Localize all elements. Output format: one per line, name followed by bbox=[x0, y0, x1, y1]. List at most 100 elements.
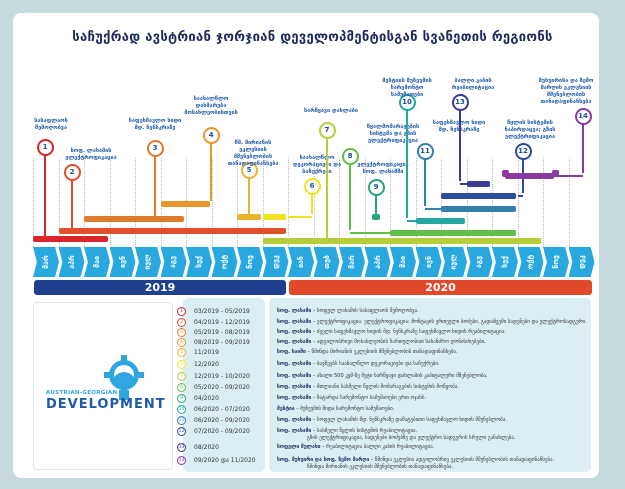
stem bbox=[248, 178, 250, 214]
month-label: მარ bbox=[42, 255, 50, 269]
legend-description-row: სოფ. ხაიში – წმინდა მირიანის ეკლესიის მშ… bbox=[277, 349, 458, 355]
month-chevron: მარ bbox=[339, 247, 365, 277]
gantt-bar-13 bbox=[466, 181, 490, 187]
stem bbox=[311, 194, 313, 214]
legend-description-row: სოფ. ლახამი – სოფელ ლახამის სასაფლაოს შე… bbox=[277, 308, 419, 314]
number-badge-icon: 1 bbox=[177, 307, 186, 316]
milestone-label: საახალწლო დახმარება მოსახლეობისთვის bbox=[184, 96, 238, 116]
gridline bbox=[466, 158, 468, 247]
milestone-label: საფეხმავლო ხიდი მდ. ნენსკრაზე bbox=[128, 118, 182, 131]
milestone-8[interactable]: 8 bbox=[341, 147, 359, 165]
milestone-7[interactable]: 7 bbox=[318, 121, 336, 139]
milestone-4[interactable]: 4 bbox=[202, 126, 220, 144]
month-label: მარ bbox=[348, 255, 356, 269]
place-name: მესტია bbox=[277, 406, 295, 412]
stem bbox=[349, 164, 351, 230]
description: ჩატარდა სარემონტო სამუშაოები ერთ ოჯახს. bbox=[316, 395, 427, 401]
stem bbox=[210, 143, 212, 201]
milestone-10[interactable]: 10 bbox=[398, 93, 416, 111]
number-badge-icon: 7 bbox=[177, 372, 186, 381]
stem bbox=[406, 110, 408, 218]
month-chevron: ივნ bbox=[415, 247, 442, 277]
legend-description-row: სოფ. ლახამი – სოფელ ლახამის მდ. ნენსკრაზ… bbox=[277, 417, 507, 423]
month-chevron: ნოე bbox=[237, 247, 263, 277]
lightbulb-gear-logo-icon bbox=[104, 355, 144, 400]
month-label: ნოე bbox=[246, 255, 254, 269]
date-range: 08/2020 bbox=[194, 444, 219, 451]
milestone-label: სარწყავი დახლაბი bbox=[304, 108, 358, 114]
milestone-label: მუხუირისა და ზემო მარღის ეკლესიის მშენებ… bbox=[538, 78, 594, 105]
gantt-bar-4 bbox=[160, 201, 210, 207]
gridline bbox=[415, 158, 417, 247]
month-label: ივლ bbox=[449, 254, 458, 270]
milestone-2[interactable]: 2 bbox=[63, 163, 81, 181]
stem bbox=[71, 180, 73, 228]
place-name: სოფ. ლახამი bbox=[277, 361, 312, 367]
description: ბავშვებს საახალწლო დეკორაციები და საჩუქრ… bbox=[316, 361, 440, 367]
legend-description-row: სოფელი მულახი – რეაბილიტაცია ბალღი კაბის… bbox=[277, 444, 435, 450]
gridline bbox=[109, 158, 111, 247]
month-chevron: ივლ bbox=[441, 247, 467, 277]
month-label: აპრ bbox=[373, 255, 382, 269]
milestone-14[interactable]: 14 bbox=[574, 107, 592, 125]
number-badge-icon: 3 bbox=[177, 328, 186, 337]
milestone-9[interactable]: 9 bbox=[367, 178, 385, 196]
month-chevron: დეკ bbox=[262, 247, 289, 277]
milestone-13[interactable]: 13 bbox=[451, 93, 469, 111]
legend-description-row: სოფ. მუხუირი და სოფ. ზემო მარღი – წმინდა… bbox=[277, 457, 555, 470]
milestone-label: წმ. მირიანის ეკლესიის მშენებლობის თანადა… bbox=[227, 140, 279, 167]
month-label: დეკ bbox=[577, 255, 586, 269]
gantt-bar-14 bbox=[504, 173, 554, 179]
number-badge-icon: 5 bbox=[177, 348, 186, 357]
date-range: 12/2020 bbox=[194, 361, 219, 368]
month-chevron: მარ bbox=[33, 247, 59, 277]
month-label: ნოე bbox=[552, 255, 560, 269]
milestone-marker-14 bbox=[502, 170, 509, 177]
date-range: 05/2020 - 09/2020 bbox=[194, 384, 250, 391]
connector bbox=[407, 220, 416, 222]
milestone-12[interactable]: 12 bbox=[514, 142, 532, 160]
milestone-label: საახალწლო დეკორაციები და საჩუქრები bbox=[292, 155, 342, 175]
month-chevron: აგვ bbox=[466, 247, 493, 277]
month-label: იან bbox=[297, 256, 305, 268]
year-bar: 2019 bbox=[34, 280, 286, 295]
milestone-11[interactable]: 11 bbox=[416, 142, 434, 160]
milestone-5[interactable]: 5 bbox=[240, 161, 258, 179]
milestone-label: სასაფლაოს შემოღობვა bbox=[34, 118, 68, 131]
month-label: სექ bbox=[501, 256, 509, 268]
legend-description-row: სოფ. ლახამი – ძველი საფეხმავლო ხიდის მდ.… bbox=[277, 329, 506, 335]
connector bbox=[288, 216, 312, 218]
gridline bbox=[441, 158, 442, 247]
gridline bbox=[517, 158, 519, 247]
legend-descriptions-panel: სოფ. ლახამი – სოფელ ლახამის სასაფლაოს შე… bbox=[269, 298, 591, 472]
milestone-6[interactable]: 6 bbox=[303, 177, 321, 195]
legend-description-row: სოფ. ლახამი – სასმელი წყლის სისტემის რეა… bbox=[277, 428, 516, 441]
month-chevron: მაი bbox=[390, 247, 416, 277]
milestone-1[interactable]: 1 bbox=[36, 138, 54, 156]
gridline bbox=[390, 158, 391, 247]
gantt-bar-8 bbox=[390, 230, 516, 236]
year-bar: 2020 bbox=[289, 280, 592, 295]
description: სოფელ ლახამის სასაფლაოს შემოღობვა. bbox=[316, 308, 419, 314]
description: სასმელი წყლის სისტემის რეაბილიტაცია. bbox=[316, 428, 418, 434]
month-chevron: ოქტ bbox=[517, 247, 544, 277]
place-name: სოფ. ლახამი bbox=[277, 395, 312, 401]
description: სოფელ ლახამის მდ. ნენსკრაზე დამატებითი ს… bbox=[316, 417, 507, 423]
number-badge-icon: 2 bbox=[177, 318, 186, 327]
stem bbox=[375, 195, 377, 214]
month-label: ივნ bbox=[118, 256, 127, 268]
milestone-marker-9 bbox=[372, 214, 380, 220]
milestone-label: ელექტროფიკაცია სოფ. ლახამში bbox=[357, 162, 409, 175]
gridline bbox=[568, 158, 570, 247]
milestone-3[interactable]: 3 bbox=[146, 139, 164, 157]
legend-description-row: სოფ. ლახამი – ჩატარდა სარემონტო სამუშაოე… bbox=[277, 395, 427, 401]
month-label: მაი bbox=[399, 256, 407, 268]
place-name: სოფ. ლახამი bbox=[277, 417, 312, 423]
connector bbox=[517, 195, 523, 197]
